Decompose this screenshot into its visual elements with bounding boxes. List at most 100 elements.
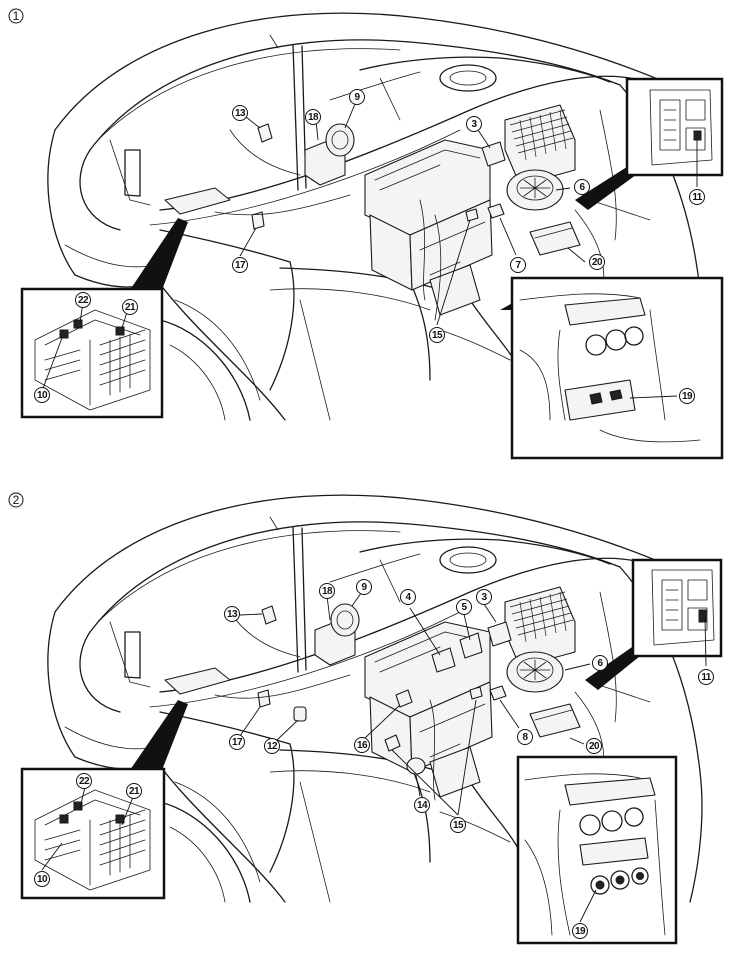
junction-box-drawing	[34, 789, 151, 891]
callout-label: 20	[589, 741, 600, 752]
callout-marker-3: 3	[476, 589, 492, 605]
callout-label: 7	[516, 260, 522, 271]
fuse-block	[164, 667, 231, 695]
callout-marker-21: 21	[126, 783, 142, 799]
callout-label: 11	[701, 672, 711, 683]
callout-marker-6: 6	[574, 179, 590, 195]
callout-circle	[476, 589, 492, 605]
callout-circle	[229, 734, 245, 750]
sensor-14	[406, 757, 426, 775]
callout-circle	[592, 655, 608, 671]
view-1: 1	[8, 8, 724, 460]
callout-label: 18	[322, 586, 333, 597]
callout-circle	[232, 105, 248, 121]
callout-label: 13	[235, 108, 246, 119]
callout-label: 5	[462, 602, 468, 613]
callout-circle	[75, 292, 91, 308]
callout-label: 14	[417, 800, 428, 811]
callout-label: 16	[357, 740, 368, 751]
sensor-7	[487, 203, 505, 219]
inset-pointer-left	[130, 700, 188, 770]
callout-label: 4	[406, 592, 412, 603]
callout-marker-20: 20	[589, 254, 605, 270]
callout-marker-21: 21	[122, 299, 138, 315]
callout-label: 22	[78, 295, 89, 306]
callout-marker-18: 18	[319, 583, 335, 599]
sensor-15-a	[469, 686, 483, 700]
callout-circle	[354, 737, 370, 753]
callout-marker-17: 17	[232, 257, 248, 273]
inset-pointer-left	[130, 218, 188, 290]
callout-marker-10: 10	[34, 871, 50, 887]
sensor-13	[257, 123, 273, 143]
callout-circle	[414, 797, 430, 813]
fuse-block	[164, 187, 231, 215]
callout-circle	[349, 89, 365, 105]
inset-junction-box-1	[20, 287, 164, 419]
callout-marker-4: 4	[400, 589, 416, 605]
sensor-12	[293, 706, 307, 722]
actuator-3	[487, 621, 512, 647]
console-drawing	[524, 773, 666, 936]
sensor-8	[489, 685, 507, 701]
callout-circle	[34, 871, 50, 887]
callout-marker-9: 9	[349, 89, 365, 105]
callout-label: 22	[79, 776, 90, 787]
callout-marker-22: 22	[75, 292, 91, 308]
callout-marker-11: 11	[698, 669, 714, 685]
callout-circle	[450, 817, 466, 833]
coil-9	[325, 123, 355, 157]
relay-box-drawing	[651, 569, 715, 646]
junction-box-drawing	[34, 309, 151, 411]
callout-circle	[429, 327, 445, 343]
callout-label: 15	[453, 820, 464, 831]
callout-circle	[76, 773, 92, 789]
inset-pointer-top-right	[585, 645, 645, 690]
callout-label: 21	[129, 786, 140, 797]
callout-label: 6	[580, 182, 586, 193]
callout-circle	[34, 387, 50, 403]
view-number: 2	[13, 493, 20, 507]
callout-circle	[400, 589, 416, 605]
callout-marker-14: 14	[414, 797, 430, 813]
console-drawing	[519, 293, 701, 443]
actuator-4	[431, 647, 456, 673]
callout-circle	[510, 257, 526, 273]
callout-circle	[356, 579, 372, 595]
callout-marker-15: 15	[450, 817, 466, 833]
actuator-5	[459, 632, 483, 659]
callout-label: 20	[592, 257, 603, 268]
callout-circle	[224, 606, 240, 622]
callout-marker-17: 17	[229, 734, 245, 750]
callout-marker-10: 10	[34, 387, 50, 403]
callout-label: 8	[523, 732, 529, 743]
callout-circle	[586, 738, 602, 754]
callout-marker-9: 9	[356, 579, 372, 595]
callout-marker-13: 13	[232, 105, 248, 121]
callout-label: 6	[598, 658, 604, 669]
callout-circle	[572, 923, 588, 939]
callout-marker-7: 7	[510, 257, 526, 273]
coil-9	[330, 603, 360, 637]
callout-circle	[122, 299, 138, 315]
sensor-15-a	[465, 208, 479, 222]
callout-label: 17	[232, 737, 243, 748]
callout-label: 21	[125, 302, 136, 313]
callout-label: 19	[575, 926, 586, 937]
relay-box-drawing	[649, 89, 713, 166]
actuator-3	[481, 141, 506, 167]
view-2: 2	[8, 492, 723, 945]
sensor-15-b	[384, 734, 401, 752]
sensor-17	[251, 211, 265, 230]
callout-marker-3: 3	[466, 116, 482, 132]
callout-circle	[264, 738, 280, 754]
view-number-marker	[8, 8, 24, 24]
callout-label: 10	[37, 874, 48, 885]
inset-relay-box-1	[625, 77, 724, 177]
callout-marker-11: 11	[689, 189, 705, 205]
callout-circle	[689, 189, 705, 205]
callout-marker-22: 22	[76, 773, 92, 789]
callout-marker-6: 6	[592, 655, 608, 671]
callout-label: 3	[482, 592, 488, 603]
